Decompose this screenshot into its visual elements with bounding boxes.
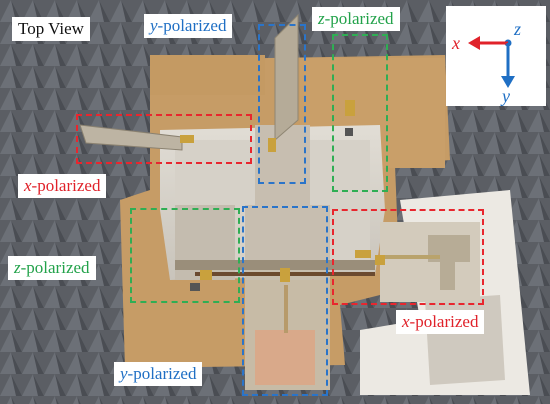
z-polarized-box-top <box>332 34 388 192</box>
y-polarized-label-top: y-polarized <box>144 14 233 38</box>
y-polarized-box-bottom <box>242 206 328 396</box>
z-polarized-label-top: z-polarized <box>312 7 400 31</box>
top-view-label: Top View <box>12 17 90 41</box>
z-polarized-box-left <box>130 208 240 303</box>
axis-letter: y <box>150 16 158 35</box>
label-suffix: -polarized <box>157 16 227 35</box>
y-polarized-label-bottom: y-polarized <box>114 362 203 386</box>
axis-letter: x <box>402 312 410 331</box>
x-polarized-label-right: x-polarized <box>396 310 485 334</box>
x-axis-label: x <box>452 33 460 53</box>
axis-letter: x <box>24 176 32 195</box>
axis-letter: z <box>318 9 325 28</box>
patch <box>255 330 315 385</box>
x-polarized-box-left <box>76 114 252 164</box>
coordinate-axes: x z y <box>446 6 546 106</box>
y-arrowhead-icon <box>501 76 515 88</box>
cable-ends <box>190 128 353 291</box>
x-arrowhead-icon <box>468 36 480 50</box>
z-axis-label: z <box>514 19 522 39</box>
axis-letter: z <box>14 258 21 277</box>
x-polarized-label-left: x-polarized <box>18 174 107 198</box>
label-suffix: -polarized <box>20 258 90 277</box>
label-suffix: -polarized <box>409 312 479 331</box>
y-axis-label: y <box>502 86 510 106</box>
x-polarized-box-right <box>332 209 484 305</box>
label-suffix: -polarized <box>324 9 394 28</box>
connectors <box>180 100 385 282</box>
axes-drawing <box>468 36 515 88</box>
x-antenna-left <box>79 124 183 151</box>
label-suffix: -polarized <box>31 176 101 195</box>
y-polarized-box-top <box>258 24 306 184</box>
axis-letter: y <box>120 364 128 383</box>
y-antenna-top <box>274 13 299 142</box>
substrate-top <box>255 125 310 220</box>
label-suffix: -polarized <box>127 364 197 383</box>
z-polarized-label-left: z-polarized <box>8 256 96 280</box>
